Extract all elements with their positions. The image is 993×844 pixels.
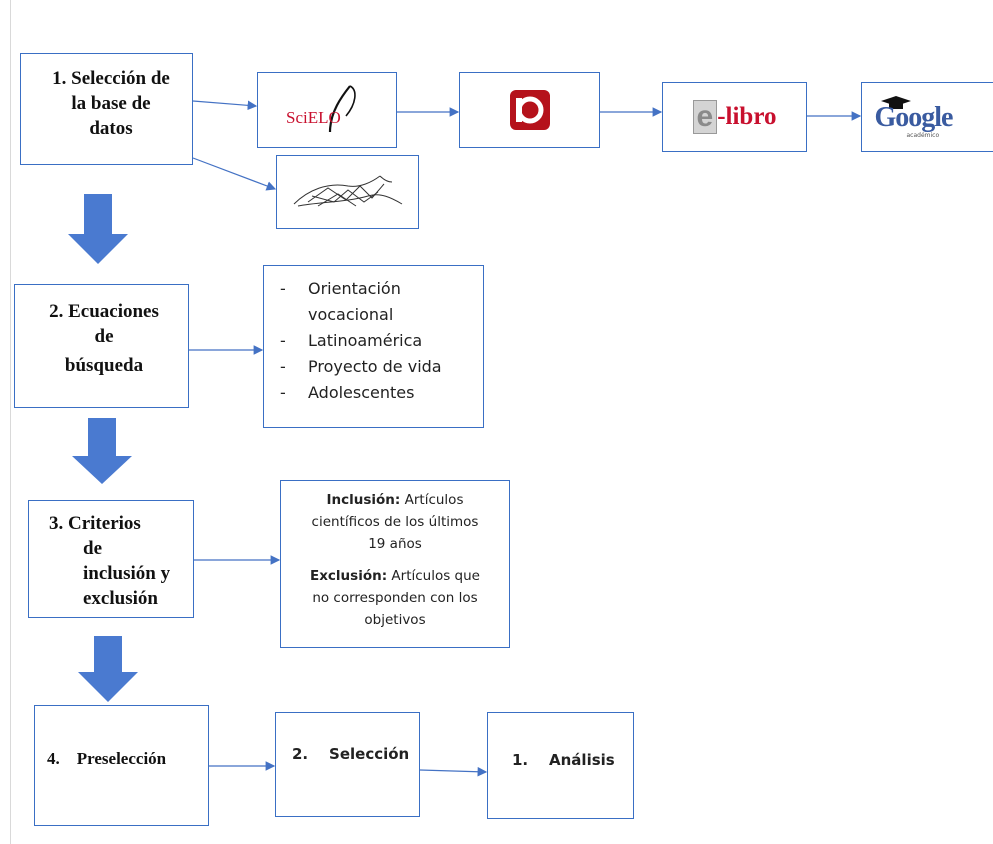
search-terms-box: Orientación vocacional Latinoamérica Pro… xyxy=(263,265,484,428)
inclusion-line-2: científicos de los últimos xyxy=(311,514,479,530)
arrow-step1-to-redalyc xyxy=(192,157,277,191)
exclusion-label: Exclusión: xyxy=(310,568,388,584)
redalyc-hare-icon xyxy=(293,175,402,207)
seleccion-box: 2. Selección xyxy=(275,712,420,817)
search-terms-list: Orientación vocacional Latinoamérica Pro… xyxy=(272,276,477,406)
step-1-line-3: datos xyxy=(89,118,133,139)
scielo-logo: SciELO xyxy=(272,82,382,138)
exclusion-line-3: objetivos xyxy=(364,612,426,628)
big-down-arrow-2 xyxy=(72,418,132,484)
inclusion-line-3: 19 años xyxy=(368,536,422,552)
dialnet-logo-box xyxy=(459,72,600,148)
search-term-item: Orientación vocacional xyxy=(272,276,448,328)
arrow-step1-to-scielo xyxy=(192,100,258,111)
inclusion-label: Inclusión: xyxy=(326,492,401,508)
search-term-item: Latinoamérica xyxy=(272,328,477,354)
exclusion-line-1: Exclusión: Artículos que xyxy=(310,568,480,584)
search-term-item: Proyecto de vida xyxy=(272,354,477,380)
criteria-box: Inclusión: Artículos científicos de los … xyxy=(280,480,510,648)
step-1-line-2: la base de xyxy=(71,93,151,114)
step-1-line-1: 1. Selección de xyxy=(52,68,170,89)
step-2-box: 2. Ecuaciones de búsqueda xyxy=(14,284,189,408)
step-2-line-3: búsqueda xyxy=(64,355,144,376)
arrow-seleccion-to-analisis xyxy=(419,766,488,777)
big-down-arrow-3 xyxy=(78,636,138,702)
scielo-swoosh-icon xyxy=(328,85,356,133)
step-3-line-1: 3. Criterios xyxy=(49,513,141,534)
google-logo-box: Google académico xyxy=(861,82,993,152)
big-down-arrow-1 xyxy=(68,194,128,264)
analisis-label: 1. Análisis xyxy=(512,751,615,769)
google-logo-text: Google xyxy=(874,102,954,133)
step-3-line-4: exclusión xyxy=(83,588,158,609)
google-logo-subtext: académico xyxy=(906,132,940,139)
google-scholar-logo: Google académico xyxy=(869,92,989,142)
scielo-logo-box: SciELO xyxy=(257,72,397,148)
elibro-text: -libro xyxy=(717,103,777,130)
seleccion-label: 2. Selección xyxy=(292,745,410,763)
step-1-box: 1. Selección de la base de datos xyxy=(20,53,193,165)
dialnet-logo-icon xyxy=(509,90,550,130)
left-frame-line xyxy=(10,0,11,844)
inclusion-line-1: Inclusión: Artículos xyxy=(326,492,464,508)
step-3-line-3: inclusión y xyxy=(83,563,171,584)
elibro-logo: e -libro xyxy=(692,100,777,134)
exclusion-line-2: no corresponden con los xyxy=(312,590,478,606)
step-3-line-2: de xyxy=(83,538,102,559)
step-3-box: 3. Criterios de inclusión y exclusión xyxy=(28,500,194,618)
step-4-label: 4. Preselección xyxy=(47,749,167,768)
step-2-line-1: 2. Ecuaciones xyxy=(49,301,159,322)
elibro-e-icon: e xyxy=(692,100,718,134)
scielo-logo-text: SciELO xyxy=(286,108,341,127)
graduation-cap-icon xyxy=(880,96,911,109)
analisis-box: 1. Análisis xyxy=(487,712,634,819)
search-term-item: Adolescentes xyxy=(272,380,477,406)
step-2-line-2: de xyxy=(94,326,114,347)
redalyc-logo-box xyxy=(276,155,419,229)
elibro-logo-box: e -libro xyxy=(662,82,807,152)
step-4-box: 4. Preselección xyxy=(34,705,209,826)
